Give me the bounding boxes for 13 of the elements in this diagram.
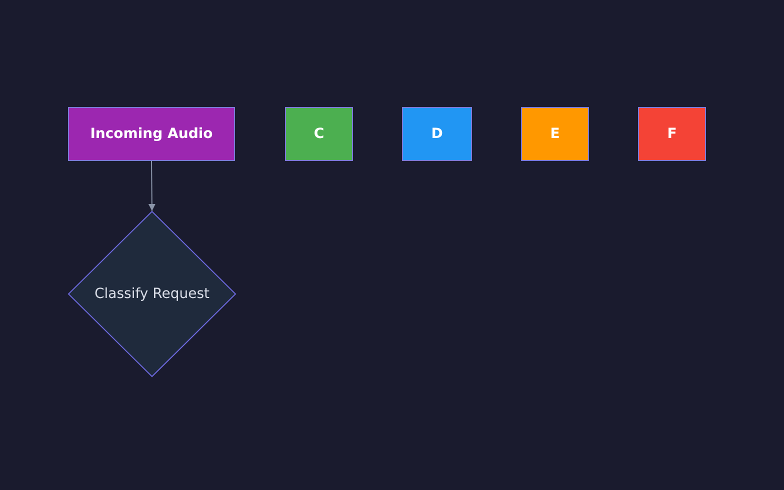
node-label: Incoming Audio — [90, 126, 213, 142]
node-label: D — [431, 126, 443, 142]
node-label: C — [314, 126, 324, 142]
node-label: F — [667, 126, 677, 142]
node-label: E — [550, 126, 560, 142]
node-label: Classify Request — [94, 286, 210, 302]
process-box — [285, 107, 353, 161]
process-box — [402, 107, 472, 161]
arrow — [148, 160, 156, 212]
process-box — [638, 107, 706, 161]
decision-diamond — [68, 211, 236, 377]
process-box — [68, 107, 235, 161]
process-box — [521, 107, 589, 161]
